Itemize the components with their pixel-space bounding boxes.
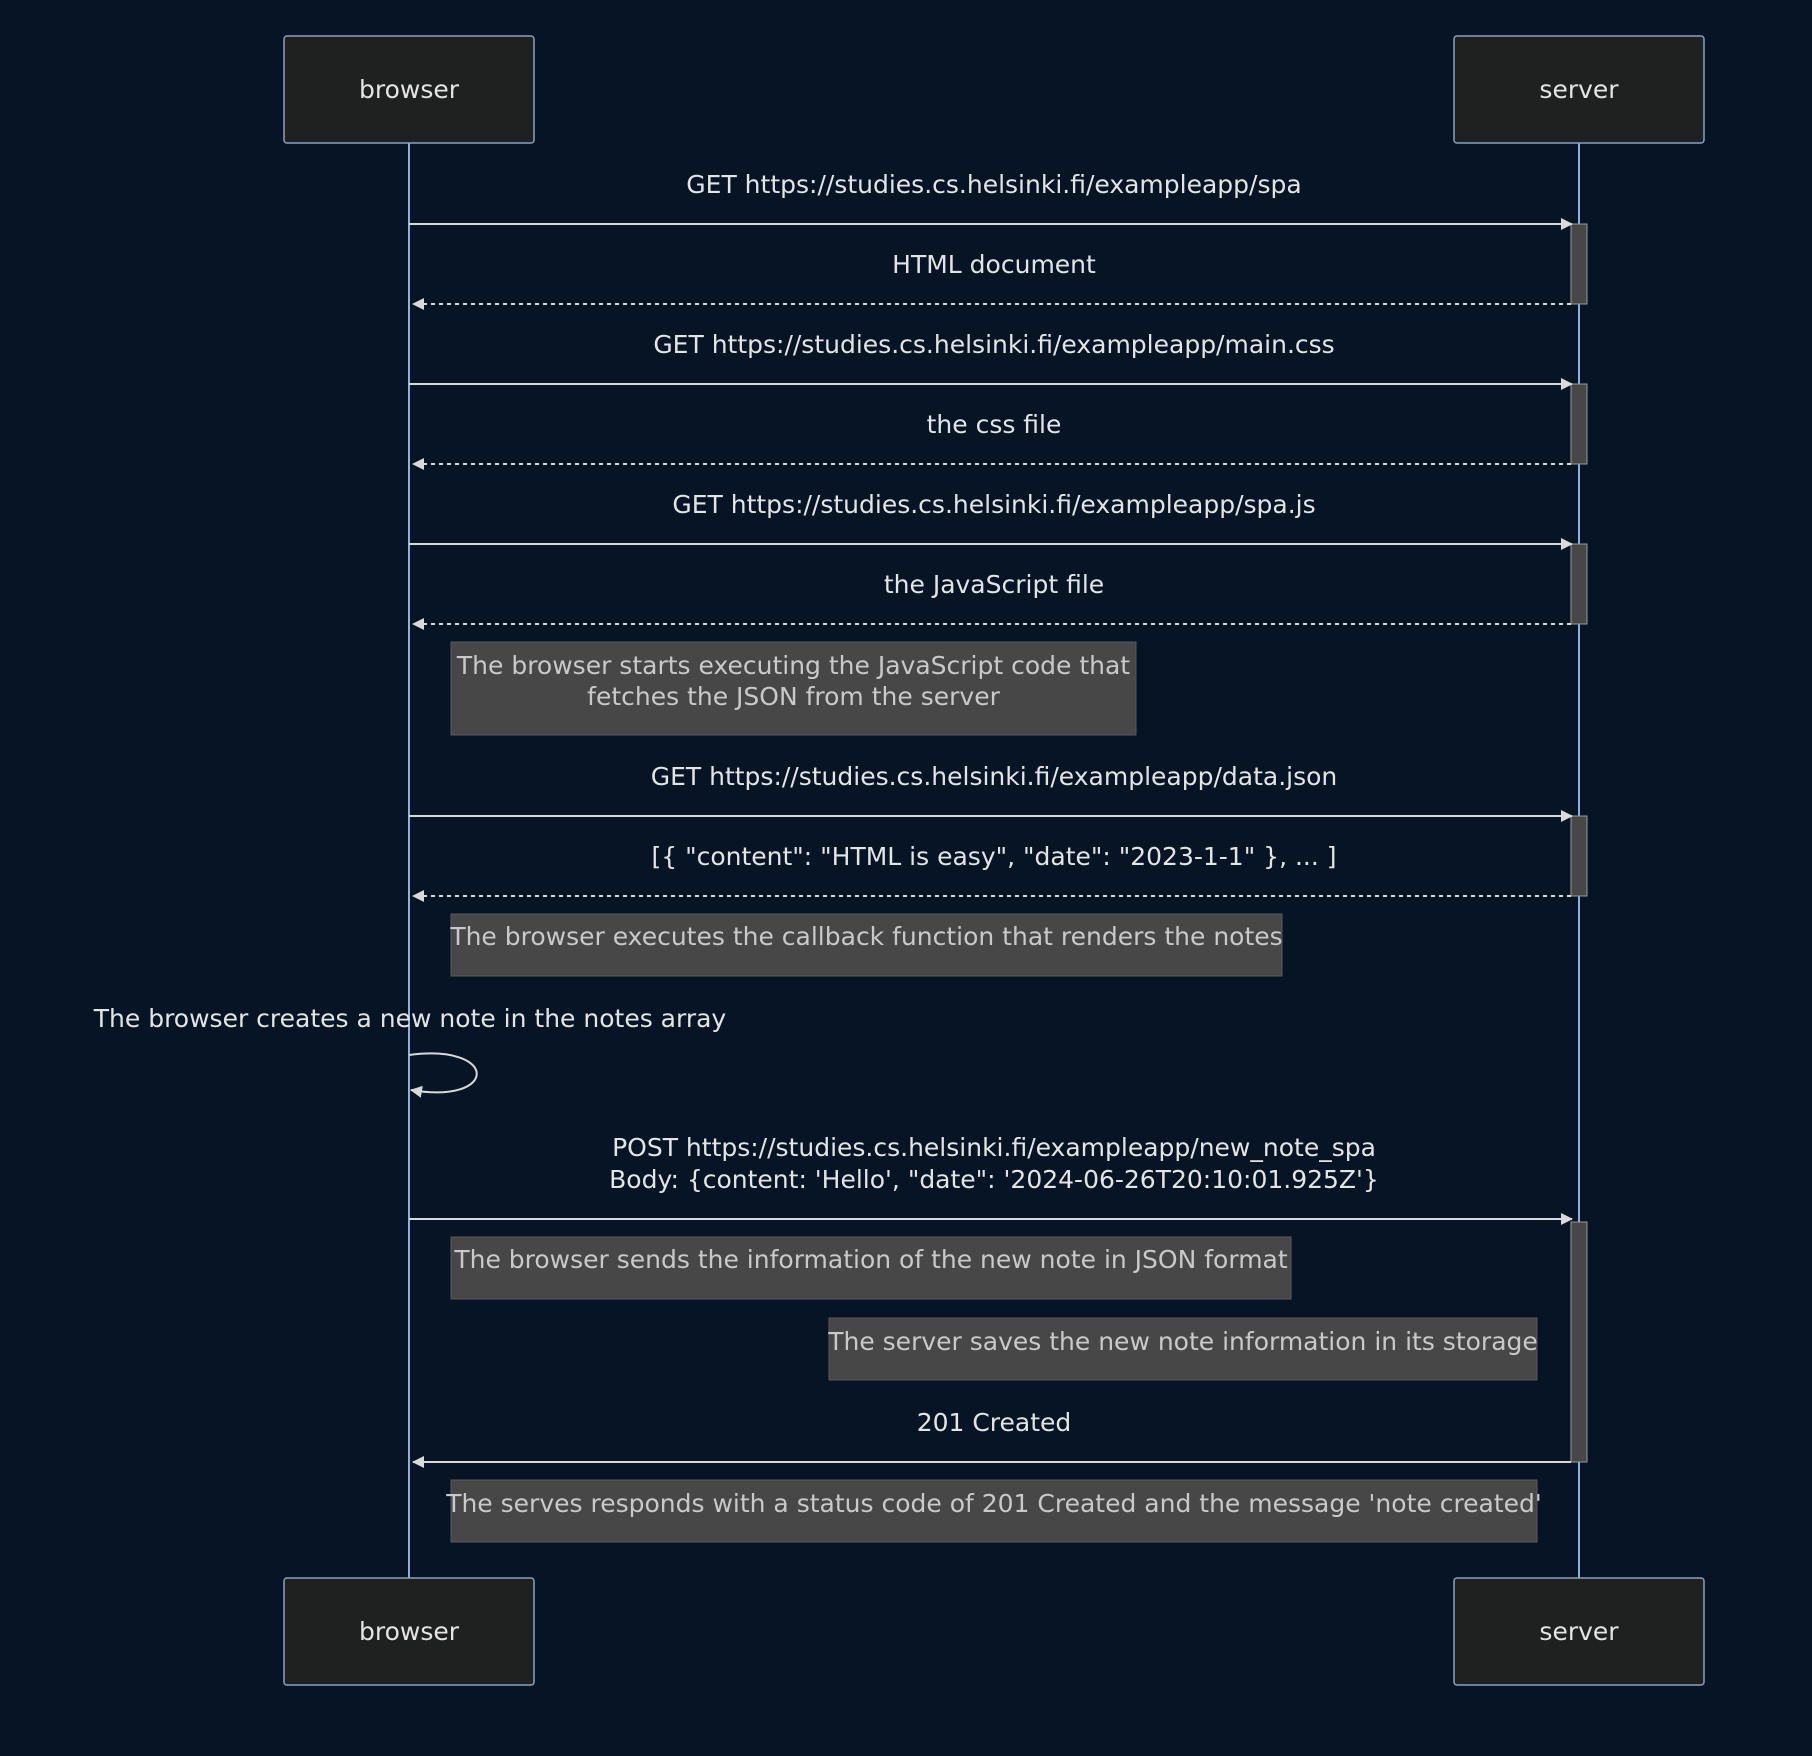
actor-label: server [1539, 1617, 1619, 1646]
note: The server saves the new note informatio… [827, 1317, 1538, 1381]
actor-label: browser [359, 75, 460, 104]
actor-browser-top: browser [283, 35, 535, 144]
message-label: the css file [927, 410, 1062, 439]
note-text: The serves responds with a status code o… [445, 1489, 1542, 1518]
activation-bar [1570, 543, 1588, 625]
message: POST https://studies.cs.helsinki.fi/exam… [409, 1133, 1573, 1225]
activation-bar [1570, 383, 1588, 465]
note-text: The browser starts executing the JavaScr… [456, 651, 1130, 680]
note-box [450, 1236, 1292, 1300]
message-label: GET https://studies.cs.helsinki.fi/examp… [686, 170, 1301, 199]
note-text: The browser executes the callback functi… [449, 922, 1282, 951]
message: GET https://studies.cs.helsinki.fi/examp… [409, 330, 1573, 390]
message: the JavaScript file [412, 570, 1571, 630]
actor-server-top: server [1453, 35, 1705, 144]
message-label: 201 Created [917, 1408, 1072, 1437]
note: The serves responds with a status code o… [445, 1479, 1542, 1543]
actor-label: server [1539, 75, 1619, 104]
note-text: fetches the JSON from the server [587, 682, 1000, 711]
activation-bar [1570, 1221, 1588, 1463]
message: the css file [412, 410, 1571, 470]
activation-bars [1570, 223, 1588, 1463]
message: [{ "content": "HTML is easy", "date": "2… [412, 842, 1571, 902]
message: GET https://studies.cs.helsinki.fi/examp… [409, 762, 1573, 822]
note-box [828, 1317, 1538, 1381]
diagram-steps: GET https://studies.cs.helsinki.fi/examp… [93, 170, 1573, 1543]
note-box [450, 641, 1137, 736]
note-text: The server saves the new note informatio… [827, 1327, 1538, 1356]
message: GET https://studies.cs.helsinki.fi/examp… [409, 170, 1573, 230]
activation-bar [1570, 815, 1588, 897]
self-message-label: The browser creates a new note in the no… [93, 1004, 727, 1033]
note: The browser starts executing the JavaScr… [450, 641, 1137, 736]
message: HTML document [412, 250, 1571, 310]
self-message: The browser creates a new note in the no… [93, 1004, 727, 1098]
note-box [450, 913, 1283, 977]
actor-server-bottom: server [1453, 1577, 1705, 1686]
note-box [450, 1479, 1538, 1543]
message-label: GET https://studies.cs.helsinki.fi/examp… [653, 330, 1334, 359]
message-label: [{ "content": "HTML is easy", "date": "2… [651, 842, 1336, 871]
message-label: HTML document [892, 250, 1096, 279]
self-loop-arrow [408, 1052, 478, 1098]
actor-label: browser [359, 1617, 460, 1646]
message: 201 Created [412, 1408, 1571, 1468]
actor-browser-bottom: browser [283, 1577, 535, 1686]
activation-bar [1570, 223, 1588, 305]
note-text: The browser sends the information of the… [453, 1245, 1288, 1274]
note: The browser sends the information of the… [450, 1236, 1292, 1300]
message-label: POST https://studies.cs.helsinki.fi/exam… [612, 1133, 1376, 1162]
message-label: Body: {content: 'Hello', "date": '2024-0… [609, 1165, 1379, 1194]
note: The browser executes the callback functi… [449, 913, 1283, 977]
message-label: GET https://studies.cs.helsinki.fi/examp… [651, 762, 1338, 791]
message-label: the JavaScript file [884, 570, 1104, 599]
message-label: GET https://studies.cs.helsinki.fi/examp… [672, 490, 1315, 519]
message: GET https://studies.cs.helsinki.fi/examp… [409, 490, 1573, 550]
